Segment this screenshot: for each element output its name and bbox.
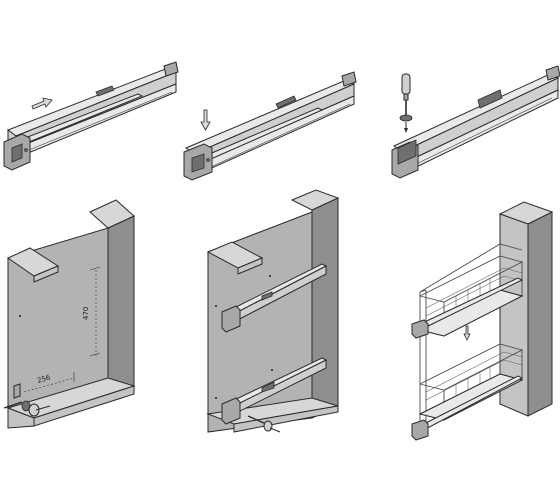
step-4-cabinet: 470 256 [3,199,136,429]
down-arrow-icon [200,109,211,131]
mount-bracket [13,383,21,399]
wire-basket-icon [411,243,524,441]
mounting-screw-icon [3,400,51,417]
pull-arrow-icon [31,97,53,110]
step-6-basket [411,201,554,441]
cabinet-side-panel [107,215,135,399]
step-2-rail [183,71,357,181]
cabinet-side-panel [311,197,339,419]
rail-rear-end [341,71,357,87]
rail-lock-large [397,139,417,165]
cabinet-top-plate [290,189,340,211]
rail-lock [191,153,205,173]
dimension-horizontal [23,377,75,393]
rail-top-face [393,73,560,153]
rail-clip [275,95,297,109]
rail-rear-end [163,61,179,77]
rail-top-face [185,79,356,155]
rail-rear-end [545,65,560,81]
cabinet-top-plate [89,199,135,229]
dimension-vertical-label: 470 [82,307,90,320]
step-1-rail [3,61,179,171]
screwdriver-icon [399,73,413,133]
upper-rail [215,263,328,333]
mounting-screw-icon [247,415,281,433]
down-arrow-icon [463,325,471,341]
rail-side-face [401,77,559,165]
rail-clip [477,89,503,109]
cabinet-inner-panel [499,213,529,417]
lower-rail [215,357,328,425]
rail-clip [95,85,115,97]
dimension-horizontal-label: 256 [36,373,52,385]
rail-lock [11,143,23,163]
cabinet-side-panel [527,211,553,417]
step-5-cabinet [206,189,340,433]
step-3-rail [391,65,560,179]
